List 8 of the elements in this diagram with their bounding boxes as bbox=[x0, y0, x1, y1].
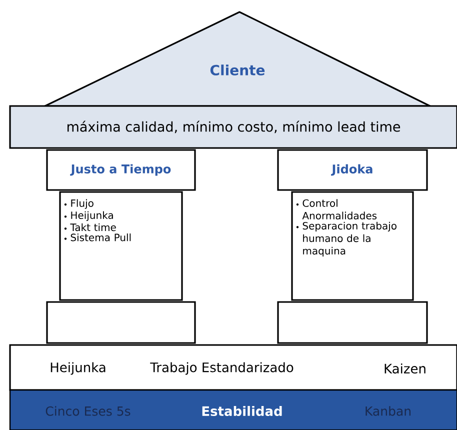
foundation-band: Heijunka Trabajo Estandarizado Kaizen bbox=[9, 344, 457, 391]
pillar-header: Jidoka bbox=[277, 149, 428, 191]
roof-triangle: Cliente bbox=[44, 11, 431, 107]
pillar-header: Justo a Tiempo bbox=[46, 149, 196, 191]
pillar-base bbox=[46, 301, 196, 344]
goal-band: máxima calidad, mínimo costo, mínimo lead time bbox=[9, 105, 457, 149]
stability-band: Cinco Eses 5s Estabilidad Kanban bbox=[9, 389, 457, 430]
pillar-base bbox=[277, 301, 428, 344]
